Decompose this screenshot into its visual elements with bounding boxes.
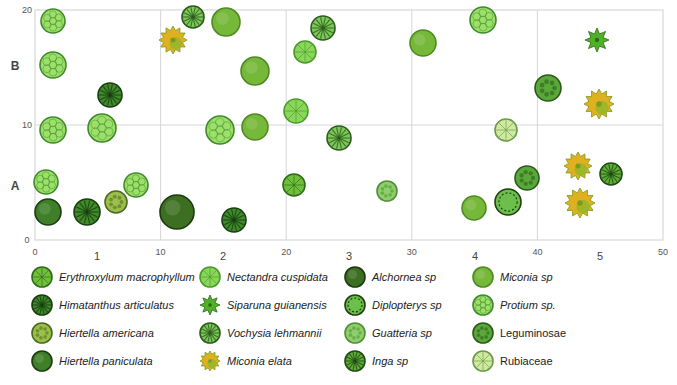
tree-icon — [200, 323, 220, 343]
legend-entry: Hiertella paniculata — [59, 356, 153, 367]
section-number: 2 — [220, 251, 226, 262]
section-number: 1 — [94, 251, 100, 262]
legend-entry: Guatteria sp — [372, 328, 432, 339]
tree-icon — [515, 166, 539, 190]
tree-icon — [470, 7, 496, 33]
legend-entry: Nectandra cuspidata — [227, 272, 328, 283]
tree-icon — [284, 99, 308, 123]
tree-icon — [160, 195, 194, 229]
tree-icon — [565, 188, 595, 218]
tree-icon — [98, 83, 122, 107]
tree-icon — [327, 126, 351, 150]
legend-entry: Siparuna guianensis — [227, 300, 327, 311]
tree-icon — [600, 163, 622, 185]
tree-icon — [564, 152, 592, 180]
tree-icon — [32, 267, 52, 287]
legend-entry: Inga sp — [372, 356, 408, 367]
tree-icon — [345, 295, 365, 315]
tree-icon — [200, 267, 220, 287]
tree-icon — [32, 323, 52, 343]
tree-icon — [124, 173, 148, 197]
section-number: 3 — [346, 251, 352, 262]
tree-icon — [32, 351, 52, 371]
tree-icon — [40, 52, 66, 78]
tree-icon — [495, 189, 521, 215]
legend-entry: Erythroxylum macrophyllum — [59, 272, 195, 283]
legend-entry: Alchornea sp — [372, 272, 436, 283]
x-tick: 40 — [532, 248, 542, 257]
tree-icon — [283, 174, 305, 196]
tree-icon — [345, 351, 365, 371]
legend-entry: Diplopterys sp — [372, 300, 442, 311]
tree-icon — [34, 170, 58, 194]
legend-entry: Protium sp. — [500, 300, 556, 311]
x-tick: 30 — [407, 248, 417, 257]
tree-icon — [212, 8, 240, 36]
tree-icon — [294, 41, 316, 63]
tree-icon — [585, 28, 609, 52]
tree-icon — [495, 119, 517, 141]
tree-icon — [41, 9, 65, 33]
legend-entry: Miconia sp — [500, 272, 553, 283]
tree-icon — [88, 114, 116, 142]
tree-icon — [200, 351, 220, 371]
tree-icon — [241, 57, 269, 85]
legend-entry: Leguminosae — [500, 328, 566, 339]
tree-icon — [74, 199, 100, 225]
tree-icon — [462, 196, 486, 220]
tree-icon — [40, 117, 66, 143]
tree-icon — [535, 75, 561, 101]
tree-icon — [345, 323, 365, 343]
tree-icon — [473, 351, 493, 371]
tree-icon — [242, 114, 268, 140]
y-tick: 10 — [22, 121, 32, 130]
tree-icon — [206, 116, 234, 144]
legend-entry: Miconia elata — [227, 356, 292, 367]
legend-entry: Hiertella americana — [59, 328, 154, 339]
tree-icon — [473, 295, 493, 315]
grid-lines — [35, 10, 663, 240]
x-tick: 50 — [658, 248, 668, 257]
row-letter: B — [11, 60, 20, 72]
section-number: 5 — [597, 251, 603, 262]
plot-frame — [35, 10, 663, 240]
tree-icons — [34, 6, 622, 232]
y-tick: 0 — [24, 236, 29, 245]
tree-icon — [410, 30, 436, 56]
x-tick: 0 — [32, 248, 37, 257]
tree-icon — [473, 323, 493, 343]
legend-entry: Rubiaceae — [500, 356, 553, 367]
tree-icon — [345, 267, 365, 287]
tree-icon — [105, 191, 127, 213]
section-number: 4 — [472, 251, 478, 262]
tree-icon — [35, 199, 61, 225]
tree-icon — [377, 181, 397, 201]
legend-icons — [32, 267, 493, 371]
tree-icon — [222, 208, 246, 232]
tree-icon — [584, 89, 614, 119]
legend-entry: Himatanthus articulatus — [59, 300, 174, 311]
tree-icon — [159, 26, 187, 54]
tree-icon — [200, 295, 220, 315]
tree-icon — [32, 295, 52, 315]
row-letter: A — [11, 180, 20, 192]
y-tick: 20 — [22, 6, 32, 15]
tree-icon — [182, 6, 204, 28]
tree-icon — [473, 267, 493, 287]
tree-icon — [311, 16, 335, 40]
legend-entry: Vochysia lehmannii — [227, 328, 321, 339]
x-tick: 10 — [156, 248, 166, 257]
x-tick: 20 — [281, 248, 291, 257]
